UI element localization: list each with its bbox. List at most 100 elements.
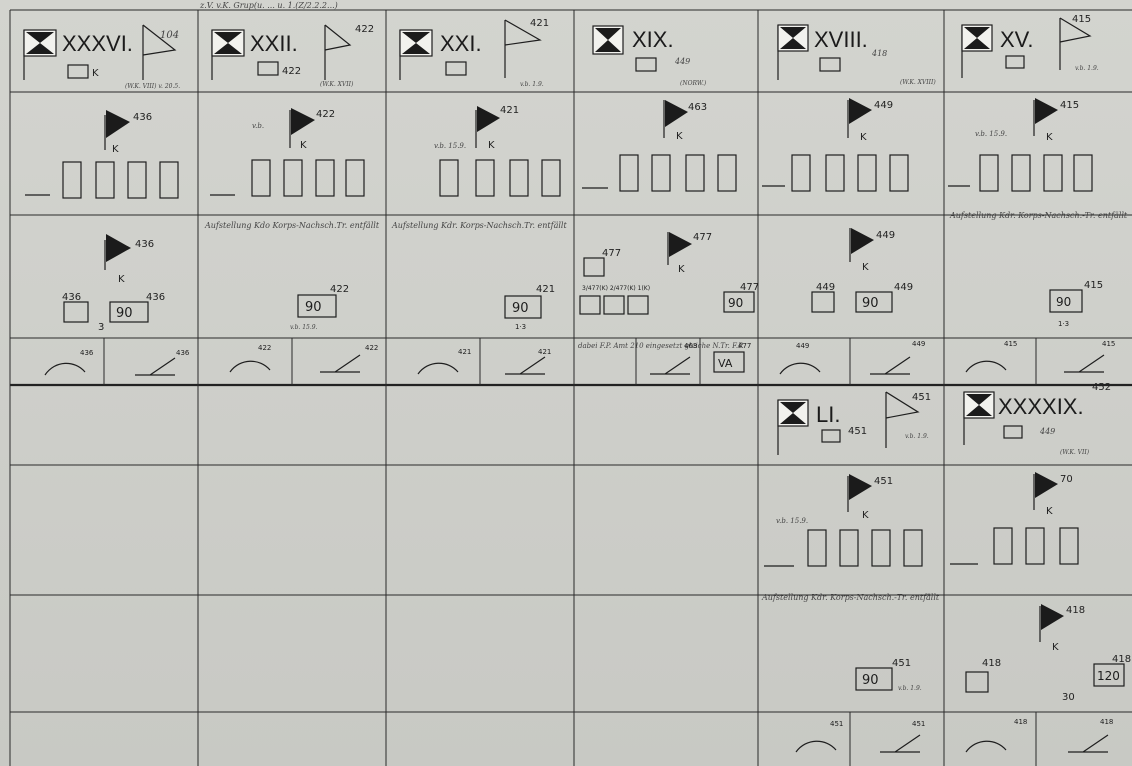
row2-box-label: 3/477(K) 2/477(K) 1(K) — [582, 285, 650, 292]
column-units-icons — [950, 528, 1078, 564]
corps-flag-icon — [24, 30, 56, 80]
star-unit-icon — [64, 302, 88, 322]
corps-flag-icon — [778, 400, 808, 455]
corps-numeral: XXXXIX. — [998, 394, 1084, 419]
corps-flag-icon — [400, 30, 432, 80]
cannon-icon — [320, 355, 360, 372]
cannon-icon — [880, 735, 920, 752]
corps-column-xix: XIX. 449 (NORW.) 463 K 477 K — [578, 26, 759, 374]
unit-box — [580, 296, 600, 314]
vb-note: v.b. 15.9. — [434, 142, 466, 150]
top-flag-number: 415 — [1060, 100, 1079, 111]
row2-side-number: 30 — [1062, 692, 1075, 703]
column-units-icons — [582, 155, 736, 191]
header-flag-number: 418 — [871, 49, 887, 58]
row2-vehicle-number: 418 — [1112, 654, 1131, 665]
corps-column-xxii: XXII. 422 (W.K. XVII) 422 422 K v.b. Auf… — [204, 24, 380, 372]
bottom-left-number: 415 — [1004, 340, 1017, 348]
header-side-number: 449 — [1039, 427, 1055, 436]
corps-flag-icon — [593, 26, 623, 54]
row2-flag-number: 436 — [135, 239, 154, 250]
top-flag-number: 421 — [500, 105, 519, 116]
unit-box — [604, 296, 624, 314]
corps-column-xxxvi: XXXVI. 104 (W.K. VIII) v. 20.5. K 436 K — [24, 25, 190, 375]
unit-number: 422 — [282, 66, 301, 77]
corps-column-li: LI. 451 v.b. 1.9. 451 451 K v.b. 15.9. A… — [761, 392, 940, 752]
row2-flag-number: 477 — [693, 232, 712, 243]
star-unit-icon — [812, 292, 834, 312]
k-label: K — [92, 68, 99, 79]
top-flag-number: 449 — [874, 100, 893, 111]
row2-vehicle-number: 436 — [146, 292, 165, 303]
unit-number: 418 — [1066, 605, 1085, 616]
header-note: (W.K. VII) — [1060, 449, 1090, 456]
bottom-left-number: 449 — [796, 342, 809, 350]
row2-vehicle-number: 449 — [894, 282, 913, 293]
supply-flag-icon — [1034, 472, 1058, 510]
row2-capacity: 90 — [512, 301, 529, 316]
supply-flag-icon — [668, 232, 692, 265]
horn-icon — [966, 741, 1006, 752]
k-label: K — [1052, 642, 1059, 653]
header-note: (NORW.) — [680, 80, 707, 87]
k-label: K — [118, 274, 125, 285]
corps-numeral: XXXVI. — [62, 31, 133, 56]
bottom-left-number: 436 — [80, 349, 94, 357]
vehicle-icon — [1006, 56, 1024, 68]
row2-star-number: 436 — [62, 292, 81, 303]
header-flag-number: 449 — [674, 57, 690, 66]
column-note: Aufstellung Kdr. Korps-Nachsch.Tr. entfä… — [391, 221, 567, 230]
k-label: K — [678, 264, 685, 275]
pennant-icon — [325, 25, 350, 80]
row2-note: v.b. 1.9. — [898, 685, 922, 692]
top-flag-number: 422 — [316, 109, 335, 120]
bottom-right-number: 451 — [912, 720, 925, 728]
corps-numeral: XV. — [1000, 27, 1033, 52]
unit-box — [628, 296, 648, 314]
column-note: Aufstellung Kdr. Korps-Nachsch.-Tr. entf… — [761, 593, 940, 602]
header-note: (W.K. XVIII) — [900, 79, 936, 86]
vb-note: v.b. — [252, 122, 264, 130]
k-label: K — [676, 131, 683, 142]
grid-lines — [10, 10, 1132, 766]
column-units-icons — [440, 160, 560, 196]
column-note: Aufstellung Kdr. Korps-Nachsch.-Tr. entf… — [949, 211, 1128, 220]
cannon-icon — [1068, 735, 1108, 752]
cannon-icon — [1064, 355, 1104, 372]
corps-flag-icon — [962, 25, 992, 78]
k-label: K — [488, 140, 495, 151]
vb-note: v.b. 15.9. — [975, 130, 1007, 138]
row2-capacity: 90 — [862, 296, 879, 311]
row2-capacity: 90 — [728, 296, 743, 310]
top-flag-number: 70 — [1060, 474, 1073, 485]
bottom-right-number: 477 — [738, 342, 751, 350]
header-note: v.b. 1.9. — [520, 81, 544, 88]
cannon-icon — [505, 357, 545, 374]
cannon-icon — [870, 357, 910, 374]
k-label: K — [112, 144, 119, 155]
row2-vehicle-number: 477 — [740, 282, 759, 293]
header-note: (W.K. XVII) — [320, 81, 354, 88]
corps-column-xxi: XXI. 421 v.b. 1.9. 421 K v.b. 15.9. Aufs… — [391, 18, 567, 374]
supply-flag-icon — [848, 474, 872, 512]
row2-vehicle-number: 415 — [1084, 280, 1103, 291]
pennant-icon — [1060, 18, 1090, 70]
k-label: K — [1046, 132, 1053, 143]
top-flag-number: 436 — [133, 112, 152, 123]
row2-capacity: 90 — [862, 673, 879, 688]
row2-fraction: 1·3 — [515, 323, 526, 331]
row2-star-number: 449 — [816, 282, 835, 293]
star-unit-icon — [966, 672, 988, 692]
k-label: K — [862, 510, 869, 521]
corps-flag-icon — [212, 30, 244, 80]
corps-flag-icon — [778, 25, 808, 80]
bottom-right-number: 449 — [912, 340, 925, 348]
k-label: K — [1046, 506, 1053, 517]
cannon-icon — [135, 358, 175, 375]
top-annotation: z.V. v.K. Grup(u. ... u. 1.(Z/2.2.2...) — [199, 1, 338, 10]
row2-vehicle-number: 421 — [536, 284, 555, 295]
column-units-icons — [764, 530, 922, 566]
bottom-note: dabei F.P. Amt 210 eingesetzt gleiche N.… — [578, 342, 744, 350]
